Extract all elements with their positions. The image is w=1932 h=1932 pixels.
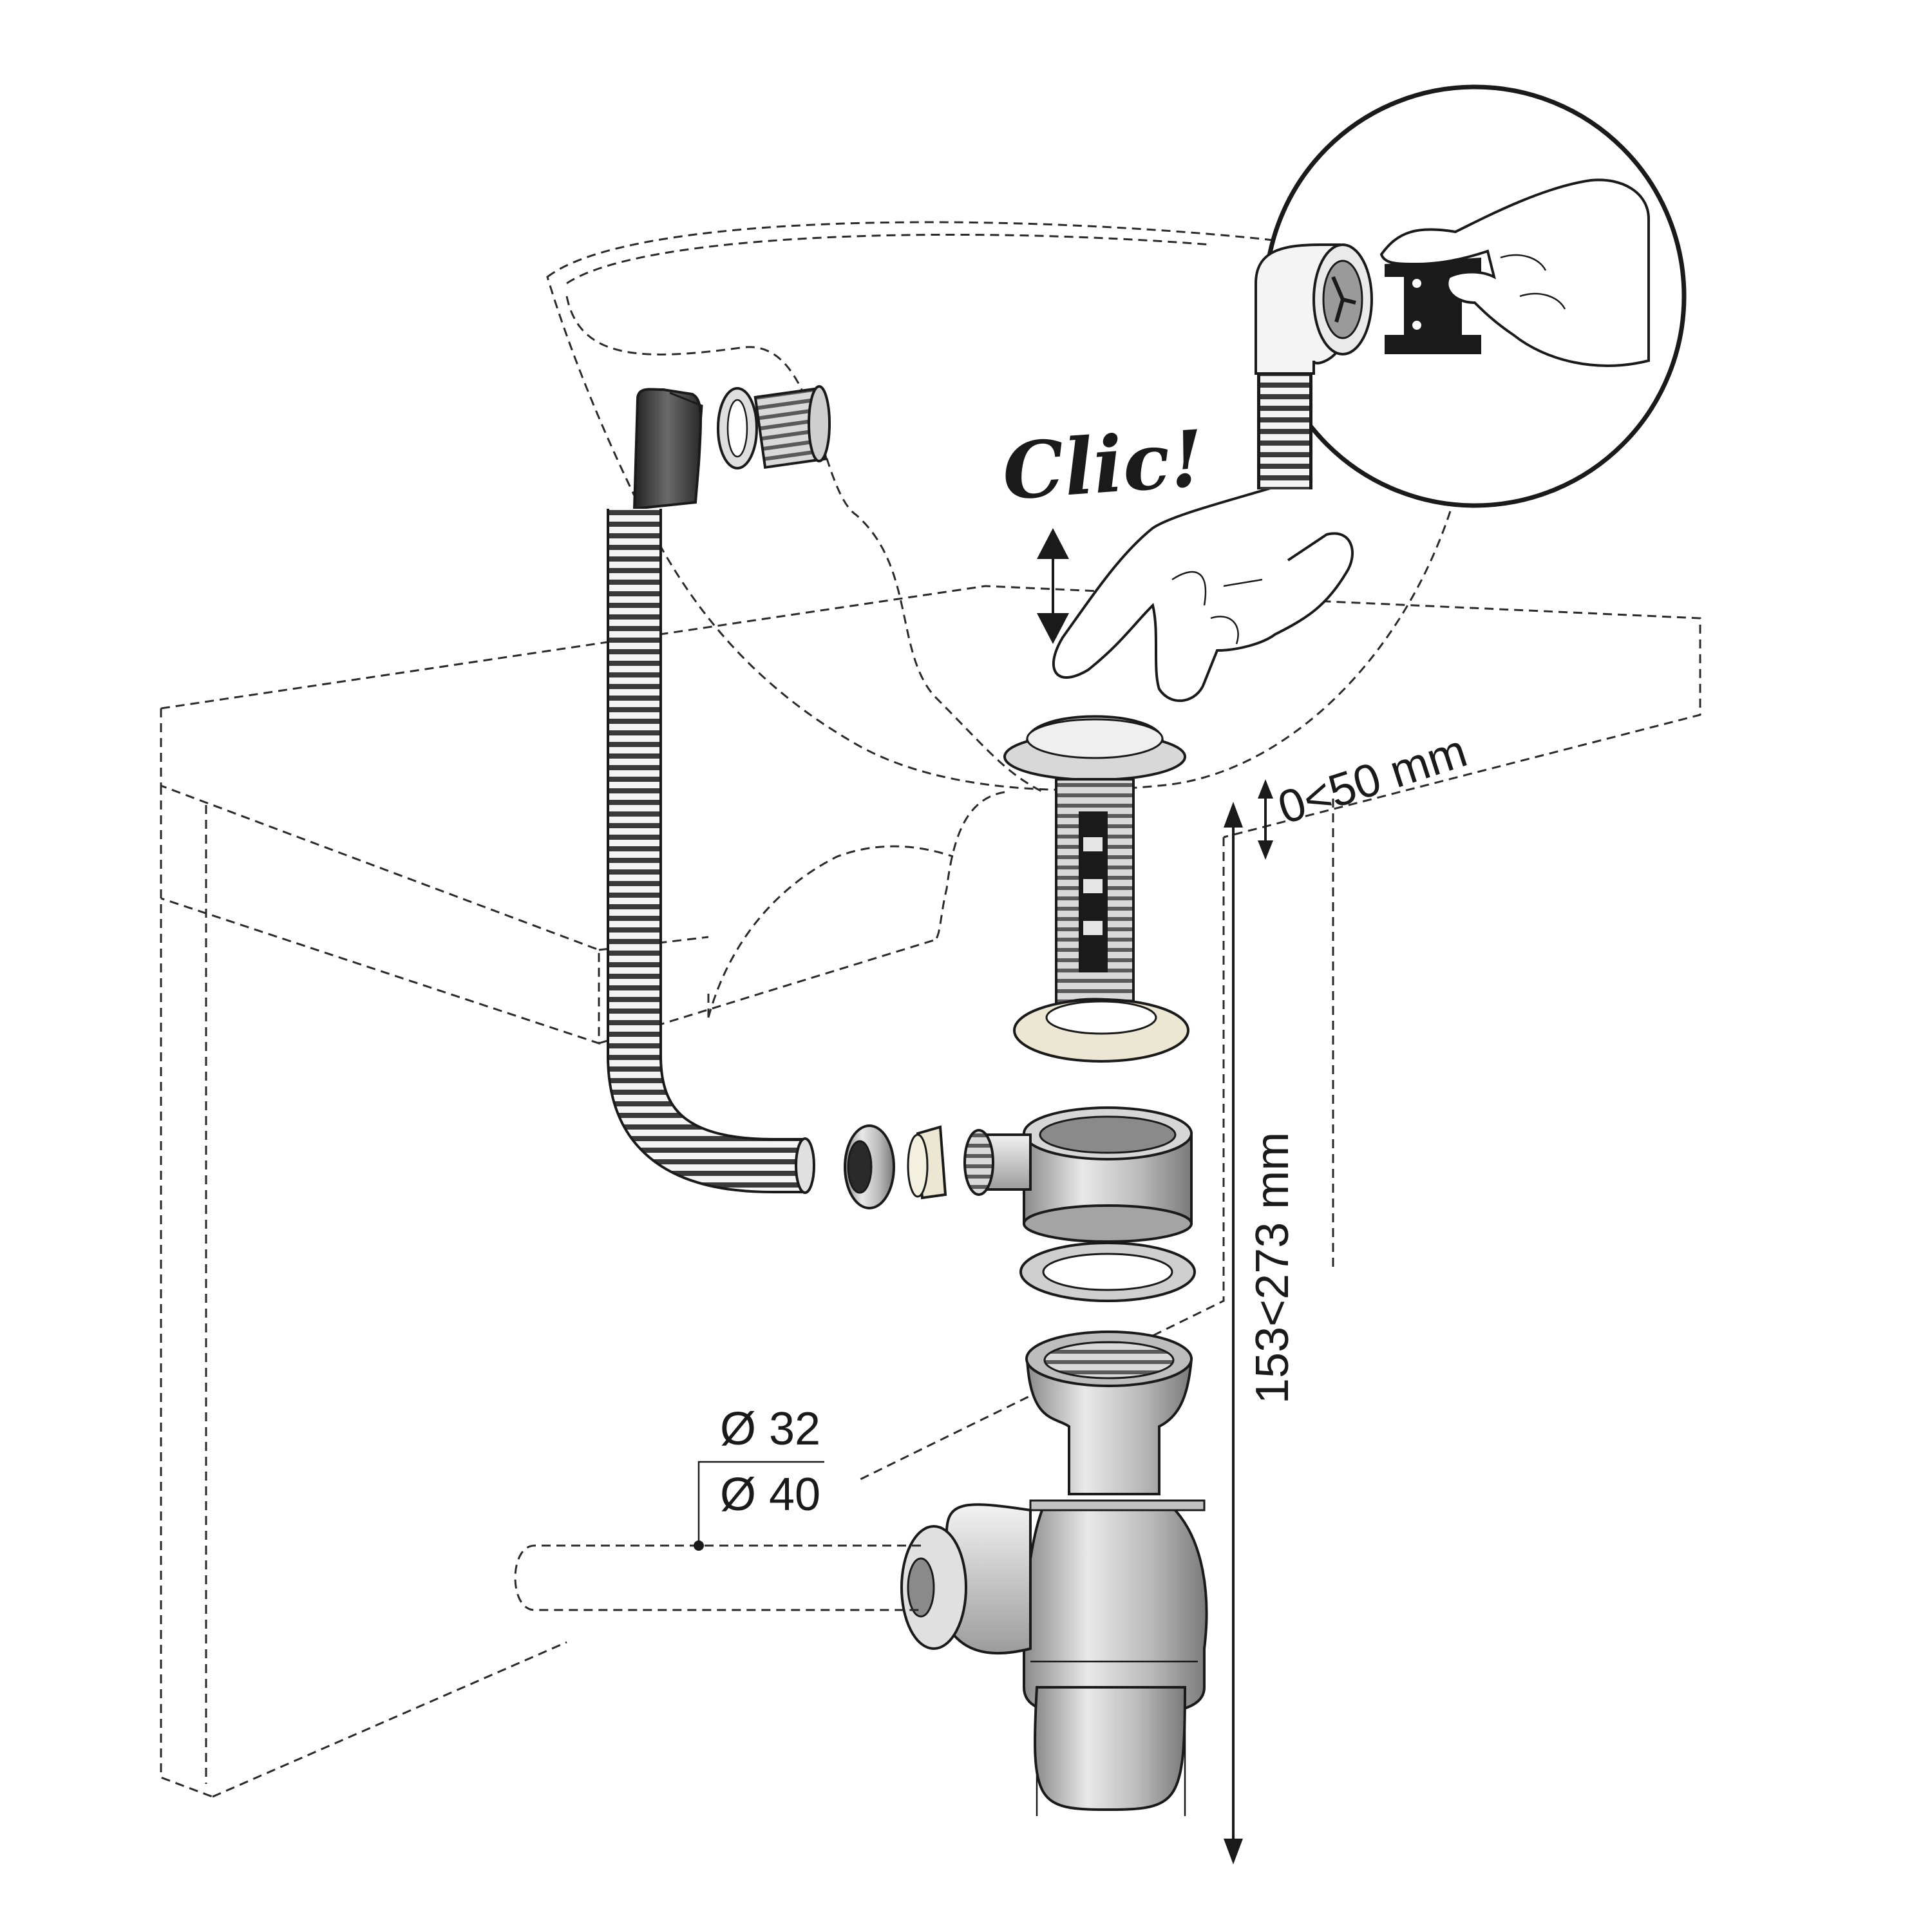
spigot-cone-washer	[907, 1125, 947, 1200]
vertical-double-arrow-icon	[1037, 528, 1069, 644]
drain-body-threaded	[1055, 778, 1135, 1018]
detail-overflow-elbow	[1255, 243, 1373, 375]
bottle-trap	[1023, 1331, 1208, 1816]
gap-dimension-line	[1258, 779, 1273, 860]
popup-plug-cap	[1003, 715, 1186, 781]
spigot-nut	[844, 1124, 895, 1209]
overflow-threaded-connector	[753, 385, 831, 469]
height-range-label: 153<273 mm	[1247, 1132, 1298, 1404]
countertop-outline	[160, 585, 1701, 1798]
overflow-hose	[607, 509, 815, 1194]
drain-body-connector	[963, 1106, 1193, 1243]
gap-range-label: 0<50 mm	[1272, 725, 1473, 834]
basin-outline	[546, 221, 1476, 1018]
diameter-large-label: Ø 40	[720, 1469, 820, 1520]
drain-gasket	[1013, 998, 1189, 1063]
hand-clip-icon	[1379, 178, 1650, 367]
diameter-small-label: Ø 32	[720, 1403, 820, 1455]
detail-inset	[1255, 84, 1687, 508]
height-dimension-line	[1224, 802, 1243, 1864]
wall-outlet-pipe	[514, 1461, 921, 1611]
overflow-ring	[717, 387, 758, 469]
trap-outlet	[900, 1503, 1032, 1655]
body-flat-washer	[1019, 1242, 1196, 1302]
hand-press-icon	[1052, 482, 1354, 702]
overflow-elbow	[632, 388, 703, 511]
clic-label: Clic!	[999, 413, 1206, 517]
